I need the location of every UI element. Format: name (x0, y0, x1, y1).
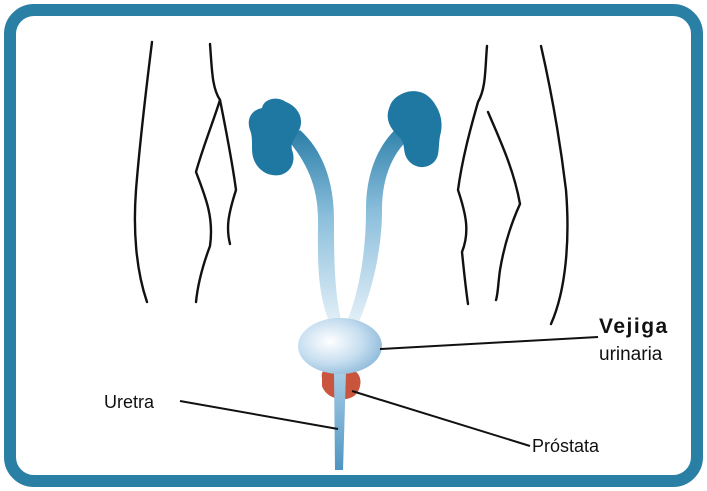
label-prostate: Próstata (532, 436, 600, 456)
label-urethra: Uretra (104, 392, 155, 412)
urinary-bladder (298, 318, 382, 374)
label-bladder-line2: urinaria (599, 344, 663, 365)
label-bladder-line1: Vejiga (599, 315, 669, 338)
